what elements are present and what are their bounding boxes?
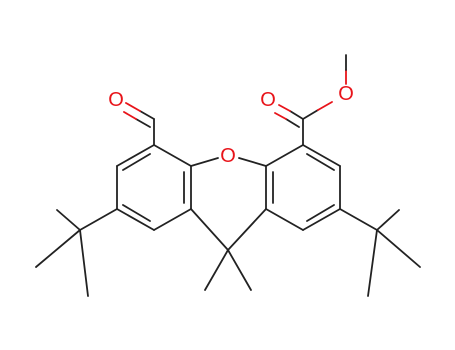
bond	[238, 157, 267, 167]
bond	[153, 144, 192, 167]
left-tert-butyl-group	[35, 208, 118, 297]
central-ring	[190, 157, 267, 291]
bond	[153, 208, 192, 231]
bond	[289, 110, 304, 120]
bond-double-inner	[122, 204, 151, 222]
methyl-ester-group	[274, 54, 347, 146]
bond	[265, 208, 304, 231]
bond	[302, 144, 341, 167]
bond-double-inner	[306, 153, 335, 171]
methyl-bond	[376, 209, 400, 231]
methyl-bond	[56, 209, 81, 231]
methyl-bond	[79, 229, 89, 297]
aldehyde-oxygen-label: O	[108, 89, 124, 111]
bond	[339, 208, 378, 231]
ester-carbonyl-oxygen-label: O	[260, 89, 276, 111]
ring-oxygen-label: O	[220, 145, 236, 167]
left-benzene-ring	[116, 144, 192, 231]
bond	[190, 157, 219, 167]
methyl-bond	[204, 249, 229, 291]
bond	[317, 101, 333, 111]
right-benzene-ring	[265, 144, 341, 231]
bond	[116, 144, 155, 167]
bond	[123, 111, 137, 120]
bond	[302, 208, 341, 231]
bond	[135, 118, 151, 128]
bond	[190, 208, 229, 251]
methyl-bond	[227, 249, 252, 291]
bond	[285, 118, 300, 128]
bond	[274, 112, 287, 120]
methyl-bond	[367, 229, 378, 297]
bond	[125, 102, 141, 112]
bond	[116, 208, 155, 231]
bond	[265, 144, 304, 167]
bond	[79, 208, 118, 231]
bond	[278, 104, 291, 112]
methyl-bond	[376, 229, 421, 268]
bond	[139, 110, 155, 120]
bond	[302, 109, 319, 120]
bond-double-inner	[122, 153, 151, 171]
methyl-bond	[35, 229, 81, 268]
right-tert-butyl-group	[339, 208, 421, 297]
aldehyde-group	[123, 102, 155, 146]
bond	[227, 208, 267, 251]
bond-double-inner	[306, 204, 335, 222]
ester-ether-oxygen-label: O	[338, 83, 354, 105]
